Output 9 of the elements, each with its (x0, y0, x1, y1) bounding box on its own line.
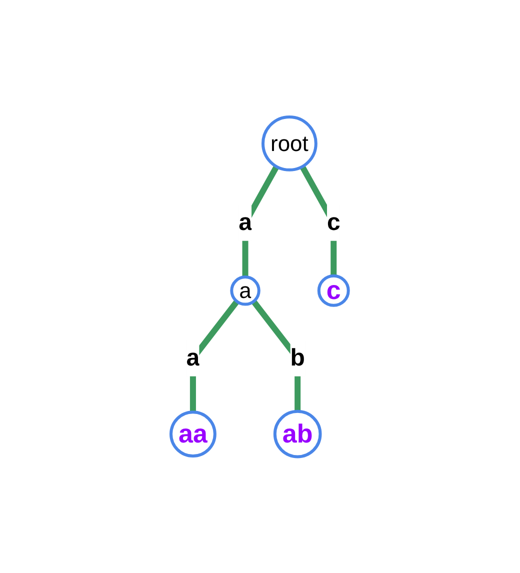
node-circle: root (262, 115, 318, 172)
node-circle: c (318, 274, 350, 307)
node-circle: ab (274, 410, 322, 458)
edge-label: c (327, 208, 341, 236)
edge-label: a (238, 208, 252, 236)
node-circle: a (230, 275, 261, 306)
edge-label: b (290, 344, 306, 372)
node-circle: aa (170, 410, 217, 458)
edge-label: a (186, 344, 200, 372)
